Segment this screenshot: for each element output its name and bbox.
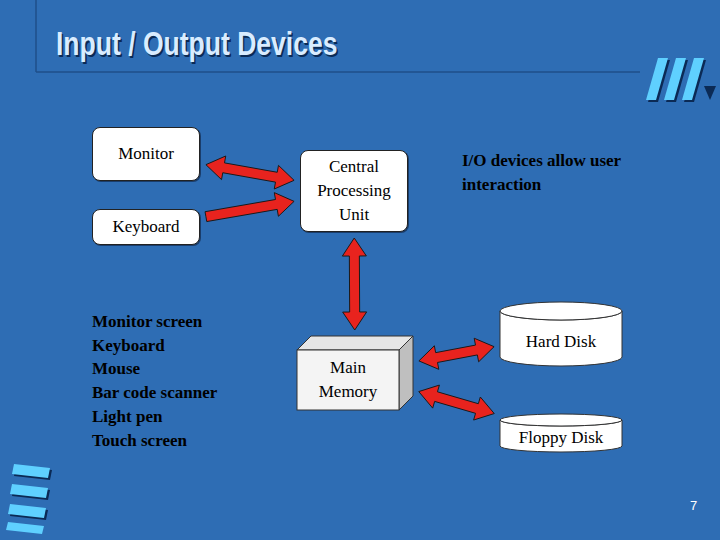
logo-stripes [646,58,716,102]
device-box: Keyboard [92,209,200,245]
device-box: Monitor [92,127,200,181]
rule-line [36,71,640,73]
block-arrow [206,156,294,189]
page-number: 7 [690,494,710,518]
node-label: Hard Disk [504,330,618,354]
slide-title: Input / Output Devices [56,24,337,63]
logo-stripes [6,464,52,534]
disk-cylinder: Hard Disk [500,302,622,366]
block-arrow [419,338,494,369]
note-text: I/O devices allow user interaction [462,149,658,197]
node-label: Main Memory [306,356,390,404]
rule-line [35,0,37,72]
node-label: Central Processing Unit [304,155,404,227]
node-label: Floppy Disk [504,426,618,450]
device-list-item: Touch screen [92,429,292,453]
node-label: Monitor [96,142,196,166]
memory-box: Main Memory [297,336,413,410]
device-list-item: Keyboard [92,334,292,358]
block-arrow [419,385,494,420]
device-list-item: Monitor screen [92,310,292,334]
device-list-item: Bar code scanner [92,381,292,405]
device-list-item: Mouse [92,357,292,381]
disk-cylinder: Floppy Disk [500,414,622,452]
device-list-item: Light pen [92,405,292,429]
process-box: Central Processing Unit [300,150,408,232]
block-arrow [205,193,294,222]
block-arrow [342,238,366,330]
node-label: Keyboard [96,215,196,239]
